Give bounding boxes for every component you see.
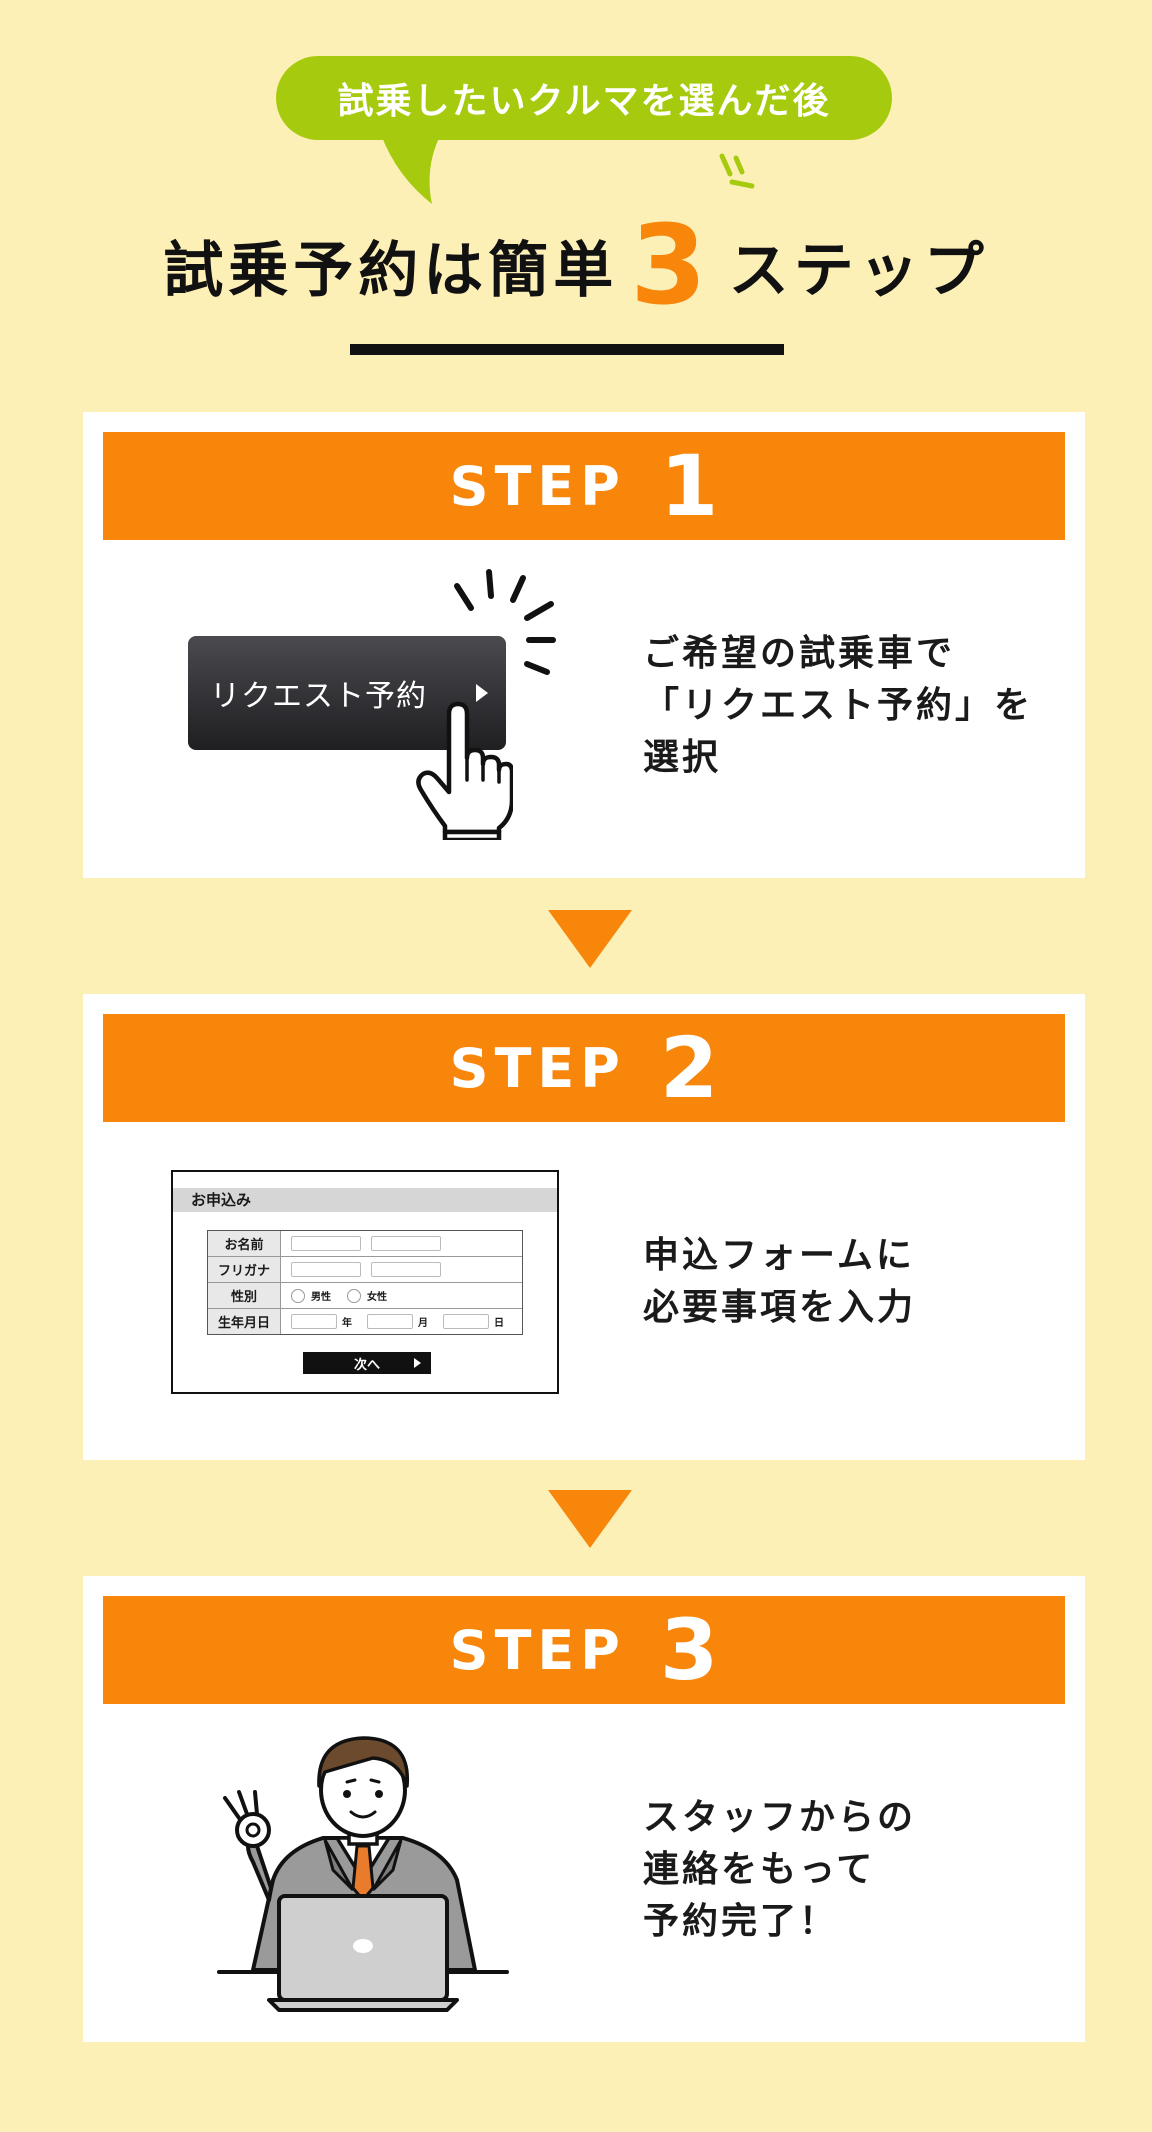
step-3-number: 3 — [659, 1601, 719, 1699]
birth-year-field[interactable] — [291, 1314, 337, 1329]
gender-female-radio[interactable] — [347, 1288, 361, 1303]
gender-male-label: 男性 — [311, 1292, 331, 1303]
staff-with-laptop-illustration — [217, 1736, 509, 2012]
step-2-line-2: 必要事項を入力 — [643, 1287, 917, 1328]
form-label-birthdate: 生年月日 — [208, 1309, 281, 1334]
step-1-header: STEP 1 — [103, 432, 1065, 540]
step-1-line-2: 「リクエスト予約」を — [643, 685, 1034, 726]
year-unit: 年 — [342, 1318, 352, 1329]
step-3-description: スタッフからの 連絡をもって 予約完了！ — [643, 1792, 916, 1948]
headline-text-after: ステップ — [728, 235, 989, 306]
form-row-birthdate: 生年月日 年 月 日 — [208, 1309, 522, 1334]
step-3-line-2: 連絡をもって — [643, 1849, 876, 1890]
step-3-line-3: 予約完了！ — [643, 1901, 839, 1942]
first-name-kana-field[interactable] — [371, 1262, 441, 1277]
headline-number: 3 — [630, 201, 707, 329]
sparkle-icon — [719, 153, 755, 189]
click-burst-icon — [454, 569, 556, 675]
form-label-gender: 性別 — [208, 1283, 281, 1308]
month-unit: 月 — [418, 1318, 428, 1329]
step-1-description: ご希望の試乗車で 「リクエスト予約」を 選択 — [643, 628, 1033, 784]
step-1-line-3: 選択 — [643, 737, 722, 778]
first-name-field[interactable] — [371, 1236, 441, 1251]
application-form: お申込み お名前 フリガナ 性別 男性 — [171, 1170, 559, 1394]
bubble-tail — [380, 132, 442, 204]
step-1-word: STEP — [449, 454, 626, 518]
play-arrow-icon — [476, 684, 488, 702]
step-2-line-1: 申込フォームに — [643, 1235, 915, 1276]
next-button-label: 次へ — [353, 1357, 380, 1373]
form-row-furigana: フリガナ — [208, 1257, 522, 1283]
request-reservation-button[interactable]: リクエスト予約 — [188, 636, 506, 750]
form-title: お申込み — [173, 1188, 557, 1212]
day-unit: 日 — [494, 1318, 504, 1329]
step-3-header: STEP 3 — [103, 1596, 1065, 1704]
request-reservation-label: リクエスト予約 — [210, 679, 427, 714]
step-2-header: STEP 2 — [103, 1014, 1065, 1122]
step-1-line-1: ご希望の試乗車で — [643, 633, 956, 674]
headline-underline — [350, 344, 784, 355]
step-2-description: 申込フォームに 必要事項を入力 — [643, 1230, 916, 1334]
step-1-number: 1 — [659, 437, 719, 535]
down-arrow-icon — [548, 1490, 632, 1548]
pointing-hand-icon — [416, 701, 513, 840]
step-1-card: STEP 1 リクエスト予約 ご希望の試乗車で 「リクエスト予約」を 選択 — [83, 412, 1085, 878]
step-3-card: STEP 3 スタッフからの 連絡をも — [83, 1576, 1085, 2042]
down-arrow-icon — [548, 910, 632, 968]
step-2-card: STEP 2 お申込み お名前 フリガナ 性別 — [83, 994, 1085, 1460]
page-headline: 試乗予約は簡単 3 ステップ — [0, 210, 1152, 320]
form-row-name: お名前 — [208, 1231, 522, 1257]
form-row-gender: 性別 男性 女性 — [208, 1283, 522, 1309]
next-button[interactable]: 次へ — [303, 1352, 431, 1374]
last-name-field[interactable] — [291, 1236, 361, 1251]
gender-male-radio[interactable] — [291, 1288, 305, 1303]
form-table: お名前 フリガナ 性別 男性 女性 — [207, 1230, 523, 1335]
step-3-word: STEP — [449, 1618, 626, 1682]
last-name-kana-field[interactable] — [291, 1262, 361, 1277]
form-label-furigana: フリガナ — [208, 1257, 281, 1282]
intro-bubble: 試乗したいクルマを選んだ後 — [276, 56, 892, 140]
gender-female-label: 女性 — [367, 1292, 387, 1303]
step-2-number: 2 — [659, 1019, 719, 1117]
birth-day-field[interactable] — [443, 1314, 489, 1329]
headline-text-before: 試乗予約は簡単 — [163, 235, 619, 306]
intro-bubble-text: 試乗したいクルマを選んだ後 — [337, 81, 831, 122]
birth-month-field[interactable] — [367, 1314, 413, 1329]
play-arrow-icon — [414, 1358, 421, 1368]
form-label-name: お名前 — [208, 1231, 281, 1256]
step-2-word: STEP — [449, 1036, 626, 1100]
step-3-line-1: スタッフからの — [643, 1797, 917, 1838]
